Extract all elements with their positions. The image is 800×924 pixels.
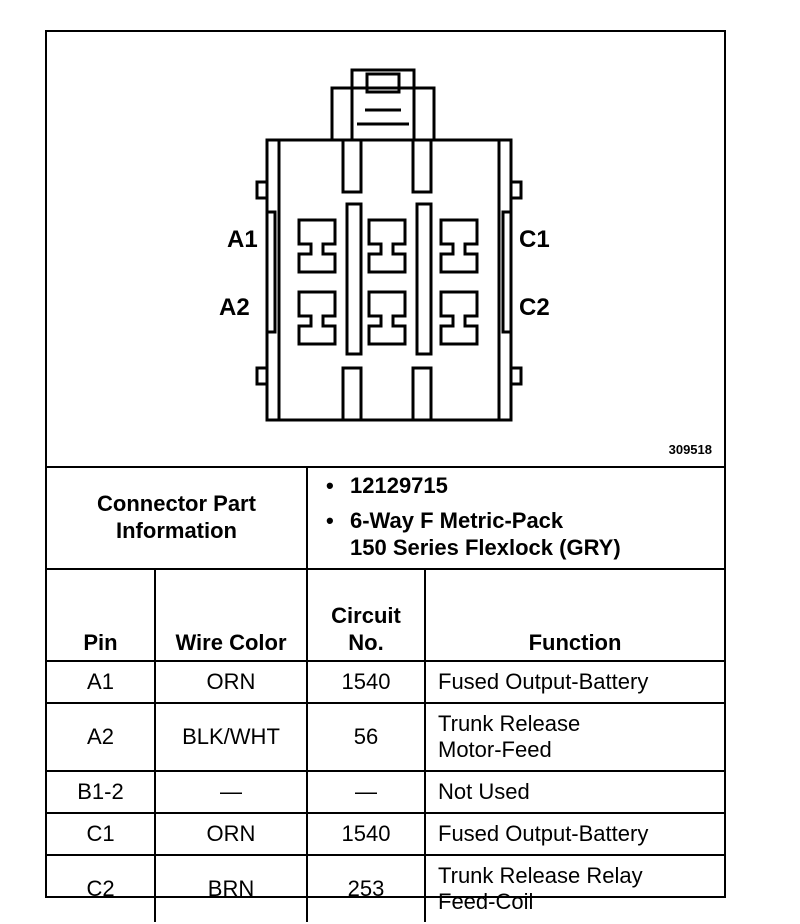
pin-label-a1: A1 <box>227 226 258 253</box>
table-row: C1 ORN 1540 Fused Output-Battery <box>47 812 724 856</box>
connector-info-row: Connector Part Information 12129715 6-Wa… <box>47 466 724 570</box>
pinout-table: Connector Part Information 12129715 6-Wa… <box>47 466 724 922</box>
connector-info-values: 12129715 6-Way F Metric-Pack 150 Series … <box>306 466 724 570</box>
table-row: C2 BRN 253 Trunk Release Relay Feed-Coil <box>47 854 724 922</box>
cavity-a2 <box>297 290 337 346</box>
cavity-c2 <box>439 290 479 346</box>
connector-body <box>265 138 513 422</box>
connector-drawing <box>255 68 523 422</box>
cavity-b2 <box>367 290 407 346</box>
header-function: Function <box>424 568 724 662</box>
header-wire-color: Wire Color <box>154 568 308 662</box>
pin-label-c1: C1 <box>519 226 550 253</box>
table-row: A2 BLK/WHT 56 Trunk Release Motor-Feed <box>47 702 724 772</box>
table-header-row: Pin Wire Color Circuit No. Function <box>47 568 724 662</box>
header-pin: Pin <box>47 568 156 662</box>
connector-description-line2: 150 Series Flexlock (GRY) <box>350 535 621 560</box>
table-row: B1-2 — — Not Used <box>47 770 724 814</box>
latch-tab <box>350 68 416 142</box>
part-number: 12129715 <box>326 472 724 499</box>
header-circuit: Circuit No. <box>306 568 426 662</box>
cavity-a1 <box>297 218 337 274</box>
table-row: A1 ORN 1540 Fused Output-Battery <box>47 660 724 704</box>
connector-description-line1: 6-Way F Metric-Pack <box>326 507 724 534</box>
connector-frame: A1 A2 C1 C2 309518 Connector Part Inform… <box>45 30 726 922</box>
connector-diagram: A1 A2 C1 C2 309518 <box>47 32 724 468</box>
figure-id: 309518 <box>668 442 712 457</box>
pin-label-c2: C2 <box>519 294 550 321</box>
cavity-c1 <box>439 218 479 274</box>
pin-label-a2: A2 <box>219 294 250 321</box>
latch-base <box>330 86 436 142</box>
connector-info-label: Connector Part Information <box>47 466 308 570</box>
cavity-b1 <box>367 218 407 274</box>
